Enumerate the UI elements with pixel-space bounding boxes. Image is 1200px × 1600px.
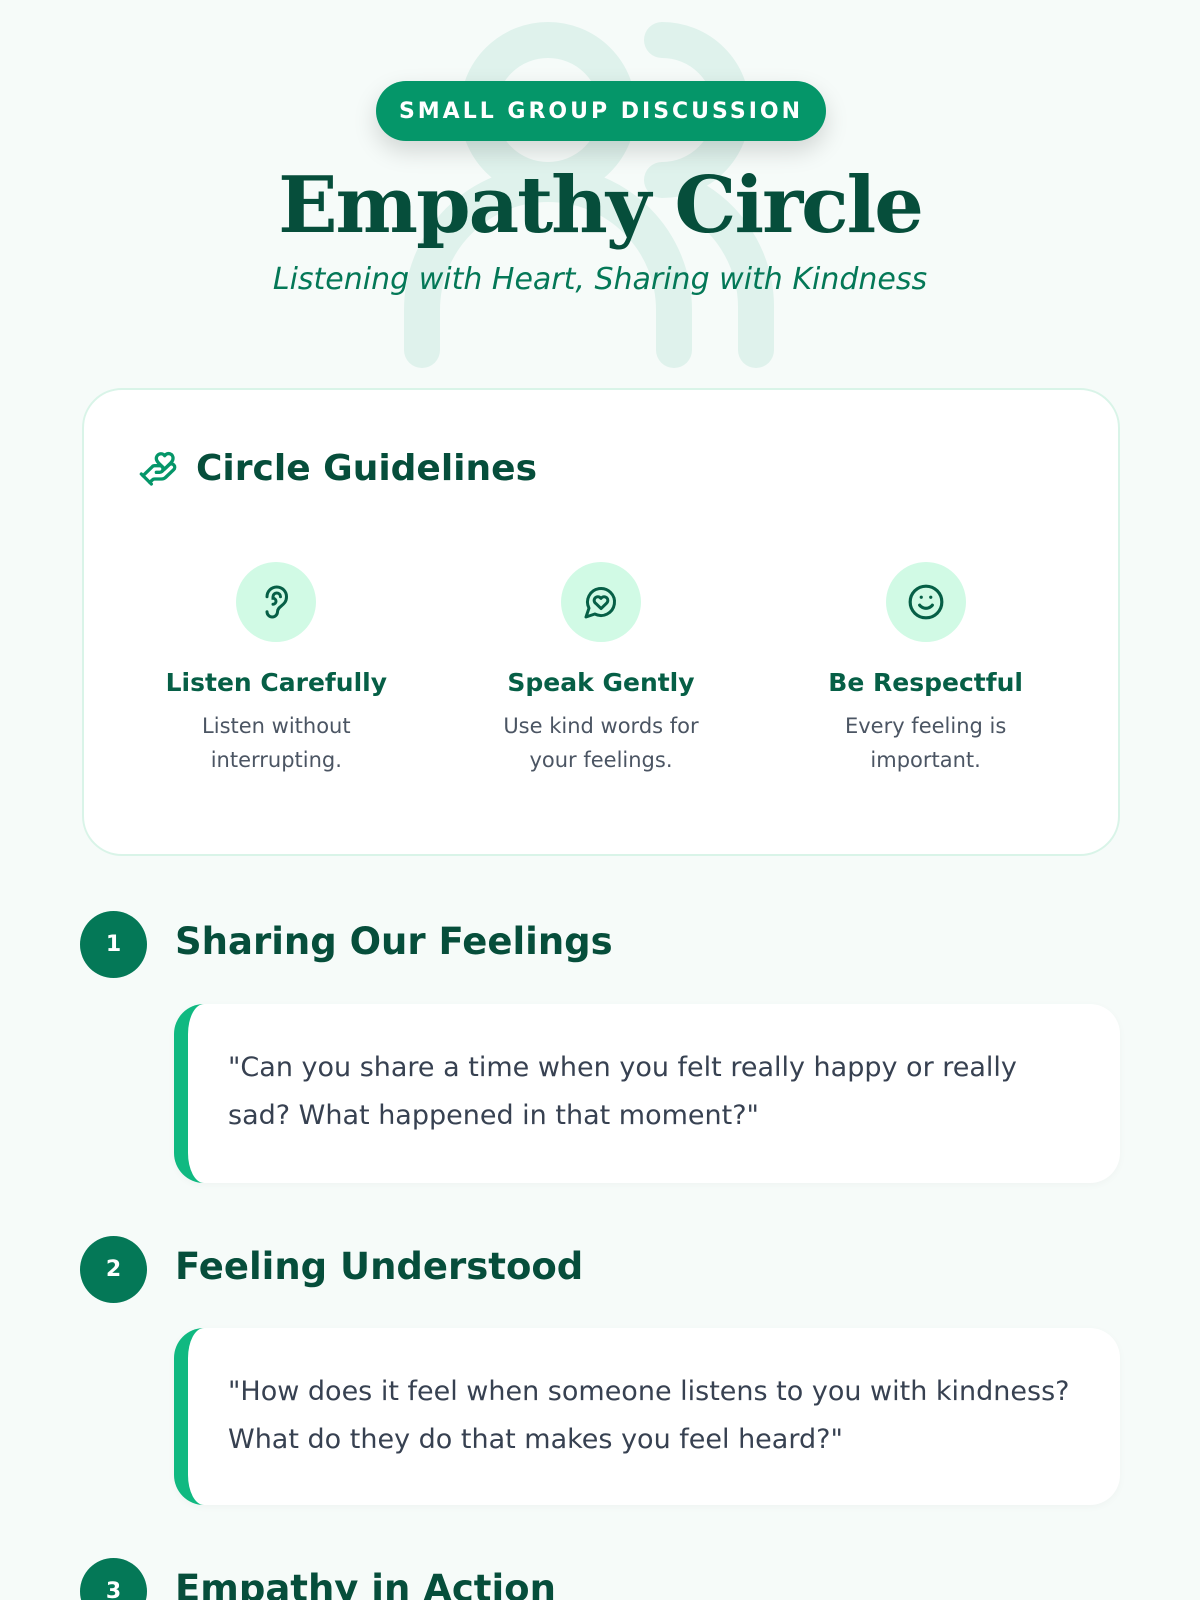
guidelines-card: Circle Guidelines Listen Carefully Liste…: [82, 388, 1120, 856]
guidelines-header: Circle Guidelines: [138, 448, 537, 489]
guideline-desc: Use kind words for your feelings.: [503, 714, 699, 772]
page-subtitle: Listening with Heart, Sharing with Kindn…: [272, 262, 928, 297]
page-title: Empathy Circle: [278, 160, 924, 251]
guideline-desc: Listen without interrupting.: [202, 714, 351, 772]
guideline-title: Speak Gently: [507, 668, 695, 697]
guideline-listen: Listen Carefully Listen without interrup…: [126, 562, 426, 777]
ear-icon: [265, 585, 289, 619]
section-title: Sharing Our Feelings: [175, 920, 613, 963]
section-number: 1: [80, 911, 147, 978]
discussion-question: "How does it feel when someone listens t…: [174, 1328, 1120, 1505]
discussion-question: "Can you share a time when you felt real…: [174, 1004, 1120, 1183]
category-badge: SMALL GROUP DISCUSSION: [376, 81, 826, 141]
guideline-respect: Be Respectful Every feeling is important…: [776, 562, 1076, 777]
section-title: Feeling Understood: [175, 1245, 584, 1288]
heart-speech-icon: [584, 586, 616, 619]
guideline-title: Listen Carefully: [165, 668, 388, 697]
section-number: 2: [80, 1236, 147, 1303]
section-number: 3: [80, 1558, 147, 1600]
guideline-title: Be Respectful: [828, 668, 1023, 697]
guideline-speak: Speak Gently Use kind words for your fee…: [451, 562, 751, 777]
section-title: Empathy in Action: [175, 1567, 556, 1600]
smile-icon: [908, 584, 944, 620]
guideline-desc: Every feeling is important.: [844, 714, 1007, 772]
guidelines-heading: Circle Guidelines: [196, 448, 537, 489]
hand-heart-icon: [139, 451, 177, 486]
